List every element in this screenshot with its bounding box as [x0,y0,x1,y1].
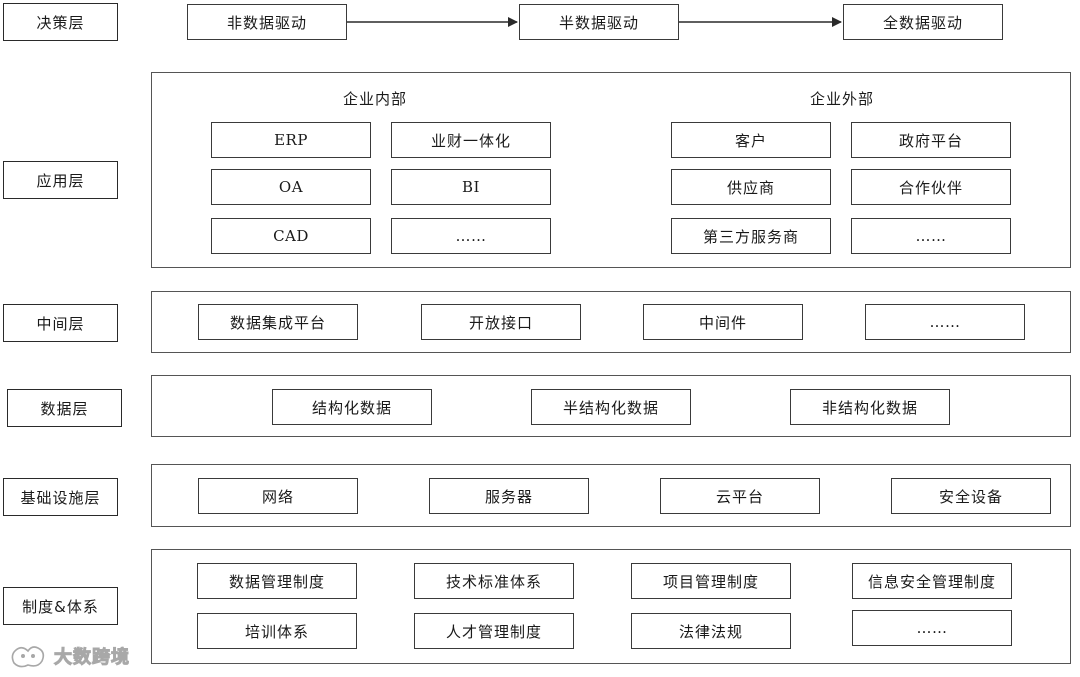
data-item-unstructured: 非结构化数据 [790,389,950,425]
system-item-project-management-policy: 项目管理制度 [631,563,791,599]
internal-item-oa: OA [211,169,371,205]
layer-label-data: 数据层 [7,389,122,427]
internal-item-bi: BI [391,169,551,205]
external-heading: 企业外部 [810,90,875,108]
external-item-supplier: 供应商 [671,169,831,205]
internal-heading: 企业内部 [343,90,408,108]
watermark-text: 大数跨境 [54,647,130,669]
system-item-data-management-policy: 数据管理制度 [197,563,357,599]
data-item-structured: 结构化数据 [272,389,432,425]
middle-item-data-integration-platform: 数据集成平台 [198,304,358,340]
internal-item-finance-integration: 业财一体化 [391,122,551,158]
layer-label-system: 制度&体系 [3,587,118,625]
infra-item-server: 服务器 [429,478,589,514]
layer-label-infrastructure: 基础设施层 [3,478,118,516]
flow-step-full-data-driven: 全数据驱动 [843,4,1003,40]
flow-step-non-data-driven: 非数据驱动 [187,4,347,40]
watermark-logo-icon [11,646,45,668]
internal-item-erp: ERP [211,122,371,158]
external-item-more: …… [851,218,1011,254]
layer-label-application: 应用层 [3,161,118,199]
data-item-semi-structured: 半结构化数据 [531,389,691,425]
layer-label-decision: 决策层 [3,3,118,41]
external-item-partner: 合作伙伴 [851,169,1011,205]
watermark: 大数跨境 [8,641,130,671]
infra-item-network: 网络 [198,478,358,514]
external-item-customer: 客户 [671,122,831,158]
system-item-training-system: 培训体系 [197,613,357,649]
layer-label-middle: 中间层 [3,304,118,342]
external-item-government-platform: 政府平台 [851,122,1011,158]
flow-step-semi-data-driven: 半数据驱动 [519,4,679,40]
middle-item-more: …… [865,304,1025,340]
internal-item-more: …… [391,218,551,254]
middle-item-middleware: 中间件 [643,304,803,340]
infra-item-security-equipment: 安全设备 [891,478,1051,514]
system-item-laws-and-regulations: 法律法规 [631,613,791,649]
system-item-more: …… [852,610,1012,646]
system-item-technical-standards: 技术标准体系 [414,563,574,599]
infra-item-cloud-platform: 云平台 [660,478,820,514]
middle-item-open-api: 开放接口 [421,304,581,340]
system-item-talent-management-policy: 人才管理制度 [414,613,574,649]
system-item-information-security-policy: 信息安全管理制度 [852,563,1012,599]
internal-item-cad: CAD [211,218,371,254]
external-item-third-party-provider: 第三方服务商 [671,218,831,254]
